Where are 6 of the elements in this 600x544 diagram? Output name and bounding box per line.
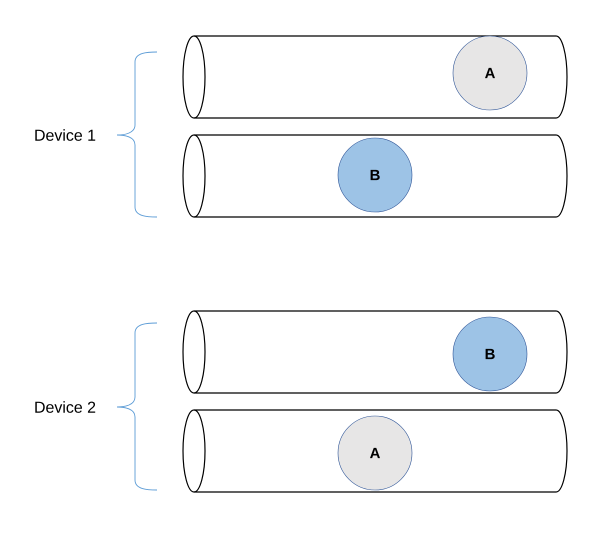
cylinder xyxy=(182,310,568,394)
device-label: Device 2 xyxy=(35,401,96,413)
cylinder xyxy=(182,35,568,119)
cylinder xyxy=(182,409,568,493)
cylinder xyxy=(182,134,568,218)
device-label: Device 1 xyxy=(35,129,96,141)
